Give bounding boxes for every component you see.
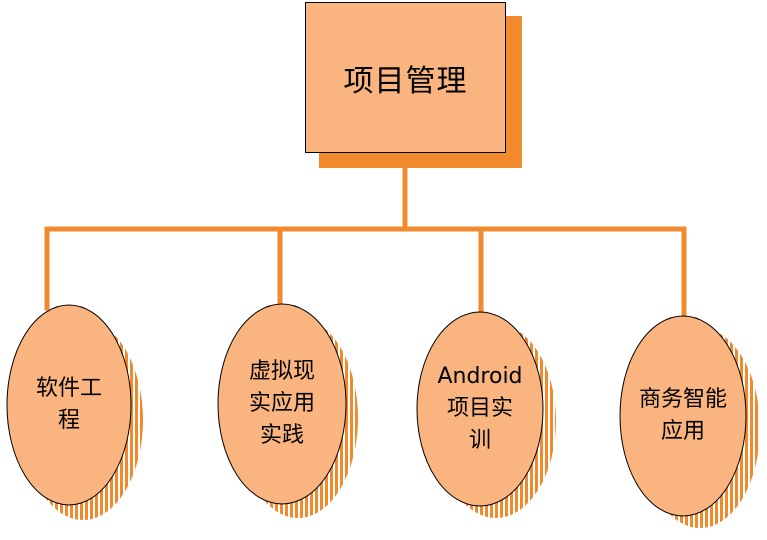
- child-node-1-line-2: 程: [57, 408, 80, 433]
- child-node-1: 软件工 程: [7, 305, 131, 505]
- root-node: 项目管理: [305, 2, 506, 153]
- child-node-shape-1: [6, 304, 143, 520]
- child-node-2-line-3: 实践: [259, 423, 304, 448]
- child-node-4-line-1: 商务智能: [638, 387, 727, 412]
- child-node-shape-2: [217, 303, 358, 518]
- child-node-3: Android 项目实 训: [417, 312, 543, 506]
- child-node-4-line-2: 应用: [660, 419, 705, 444]
- child-node-2: 虚拟现 实应用 实践: [218, 304, 346, 504]
- child-node-3-line-1: Android: [437, 364, 523, 389]
- child-node-1-line-1: 软件工: [35, 376, 102, 401]
- child-node-2-line-2: 实应用: [248, 391, 315, 416]
- root-node-label: 项目管理: [344, 56, 468, 100]
- child-node-3-line-2: 项目实: [446, 396, 513, 421]
- child-node-2-line-1: 虚拟现: [248, 359, 315, 384]
- child-node-shape-4: [619, 315, 760, 528]
- root-node-label-line-1: 项目管理: [343, 63, 468, 99]
- child-node-shape-3: [416, 311, 556, 518]
- child-node-3-line-3: 训: [468, 428, 491, 453]
- child-node-4: 商务智能 应用: [620, 316, 746, 516]
